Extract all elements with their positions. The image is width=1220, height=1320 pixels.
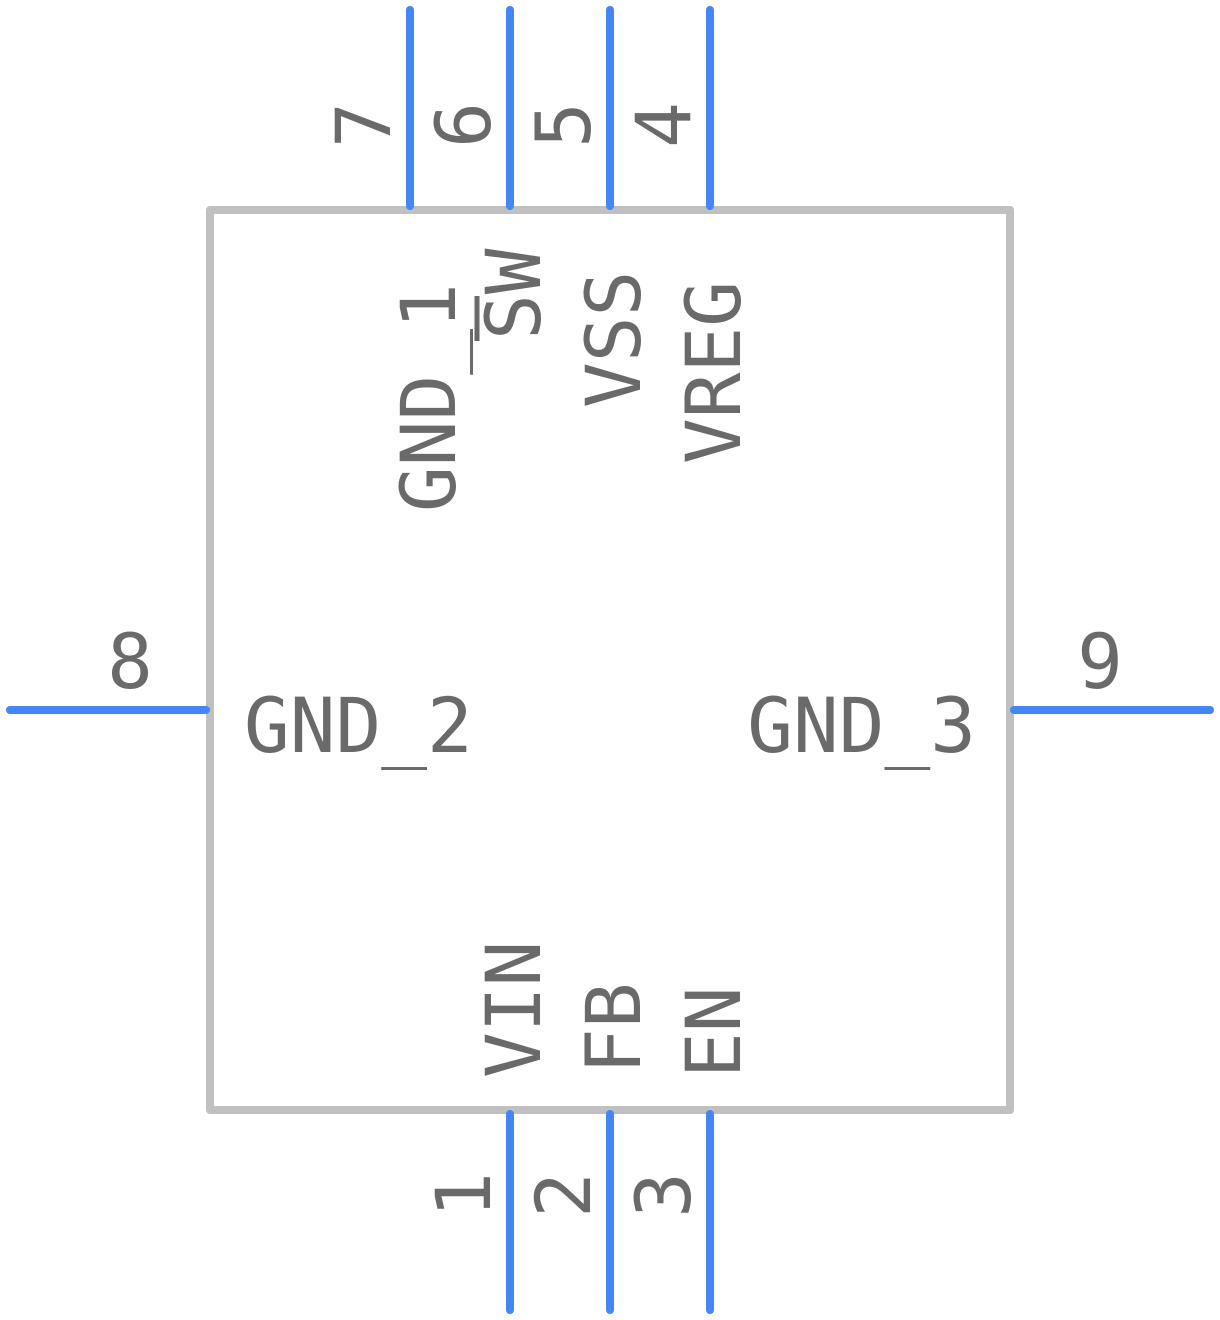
pin-3-name: EN (669, 986, 758, 1078)
pin-7-number: 7 (319, 102, 408, 148)
pin-4-number: 4 (619, 102, 708, 148)
pin-9-number: 9 (1077, 617, 1123, 706)
pin-3-number: 3 (619, 1172, 708, 1218)
pin-5-name: VSS (569, 271, 658, 408)
pin-6-number: 6 (419, 102, 508, 148)
pin-7-name: GND_1 (384, 283, 473, 512)
pin-1-number: 1 (419, 1172, 508, 1218)
pin-1-name: VIN (469, 941, 558, 1078)
pin-5-number: 5 (519, 102, 608, 148)
pin-9-name: GND_3 (747, 681, 976, 770)
pin-8-number: 8 (107, 617, 153, 706)
pin-8-name: GND_2 (244, 681, 473, 770)
pin-6-name: SW (469, 248, 558, 340)
pin-2-name: FB (569, 982, 658, 1074)
pin-2-number: 2 (519, 1172, 608, 1218)
pin-4-name: VREG (669, 281, 758, 464)
